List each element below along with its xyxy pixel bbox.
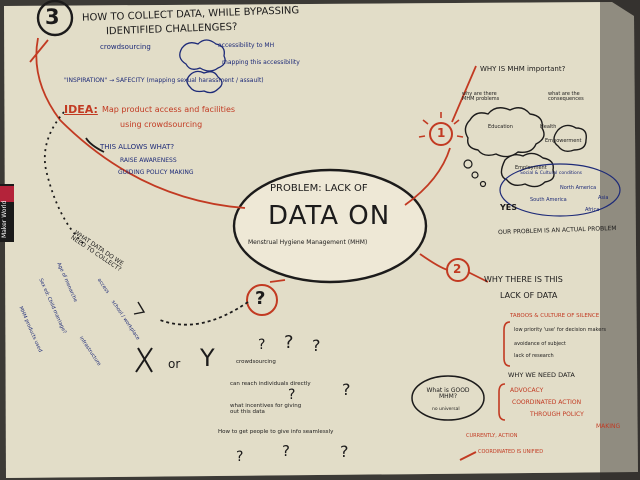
- step1-sun-rays: [418, 112, 464, 138]
- step1-heading: WHY IS MHM important?: [480, 65, 566, 73]
- step2-need-4: MAKING: [596, 423, 621, 430]
- center-subtitle: Menstrual Hygiene Management (MHM): [248, 239, 368, 246]
- step3-allows-1: RAISE AWARENESS: [120, 157, 177, 164]
- step2-heading-1: WHY THERE IS THIS: [484, 275, 563, 284]
- step1-social: Social & Cultural conditions: [520, 171, 583, 176]
- badge-line-1: Maker: [1, 219, 8, 238]
- step-q-mark: ?: [255, 288, 266, 309]
- step2-heading-2: LACK OF DATA: [500, 291, 558, 300]
- left-badge-accent: [0, 186, 14, 202]
- step1-cloud-1: Education: [488, 124, 513, 130]
- step2-need-2: COORDINATED ACTION: [512, 399, 582, 406]
- not-unified-strike: [459, 451, 477, 461]
- step-q-deco-1: ?: [284, 332, 294, 353]
- step-q-deco-6: ?: [236, 449, 244, 465]
- right-shadow: [600, 0, 640, 480]
- connector-lines: [29, 37, 489, 326]
- step3-crowdsourcing: crowdsourcing: [100, 43, 151, 51]
- step1-clouds: [464, 107, 587, 188]
- step2-no-universal: no universal: [432, 407, 460, 412]
- step2-currently: CURRENTLY, ACTION: [466, 433, 518, 439]
- step-q-deco-5: ?: [288, 387, 296, 403]
- step1-yes: YES: [500, 203, 518, 212]
- step1-bubbles: [463, 159, 487, 188]
- step-q-deco-2: ?: [312, 336, 321, 355]
- step-q-item-2: can reach individuals directly: [230, 381, 311, 387]
- step3-idea: IDEA:: [64, 103, 98, 116]
- step2-need-heading: WHY WE NEED DATA: [508, 371, 575, 379]
- step2-need-3: THROUGH POLICY: [530, 411, 584, 418]
- step2-reason-4: lack of research: [514, 353, 554, 359]
- step1-circle: [429, 122, 453, 146]
- what-data-arrow: [133, 301, 146, 315]
- badge-line-2: World: [1, 200, 8, 218]
- step-q-item-3: what incentives for giving out this data: [230, 403, 302, 415]
- step1-region-2: Asia: [598, 195, 609, 201]
- center-bubble: [232, 168, 428, 284]
- step1-region-oval: [499, 163, 621, 217]
- step3-mapping: mapping this accessibility: [222, 59, 300, 66]
- step-q-item-1: crowdsourcing: [236, 359, 276, 365]
- step3-idea-text-1: Map product access and facilities: [102, 105, 236, 114]
- step1-cloud-2: Health: [540, 124, 557, 130]
- step-q-circle: [246, 284, 278, 316]
- step1-region-1: North America: [560, 185, 597, 191]
- good-mhm-bubble: [411, 375, 485, 421]
- step-q-deco-3: ?: [258, 337, 266, 353]
- step2-number: 2: [453, 262, 462, 276]
- x-mark-strokes: [135, 347, 153, 373]
- step2-not-unified: COORDINATED IS UNIFIED: [478, 449, 544, 455]
- badge-text: Maker World: [1, 200, 8, 238]
- step-q-y: Y: [200, 344, 215, 372]
- step-q-item-4: How to get people to give info seamlessl…: [218, 429, 334, 435]
- step-q-deco-7: ?: [282, 442, 290, 460]
- step2-need-1: ADVOCACY: [510, 387, 544, 394]
- step1-number: 1: [437, 126, 446, 140]
- step3-circle: [36, 0, 74, 37]
- step3-inspiration: "INSPIRATION" → SAFECITY (mapping sexual…: [64, 77, 264, 84]
- step1-region-4: Africa: [585, 207, 600, 213]
- step1-cloud-4: Employment: [515, 165, 547, 171]
- step-q-or: or: [168, 357, 181, 371]
- step-q-deco-4: ?: [342, 380, 351, 399]
- step3-allows: THIS ALLOWS WHAT?: [100, 143, 175, 151]
- step2-good-q: What is GOOD MHM?: [426, 387, 470, 400]
- step2-reason-3: avoidance of subject: [514, 341, 566, 347]
- step1-region-3: South America: [530, 197, 567, 203]
- step3-access: accessibility to MH: [218, 42, 275, 49]
- step1-cloud-3: Empowerment: [545, 138, 582, 144]
- step2-brackets: [498, 321, 511, 421]
- step1-why-are-there: why are there MHM problems: [462, 91, 500, 102]
- step1-consequences: what are the consequences: [548, 91, 584, 102]
- step3-allows-2: GUIDING POLICY MAKING: [118, 169, 194, 176]
- step3-idea-text-2: using crowdsourcing: [120, 120, 203, 129]
- step2-reason-1: TABOOS & CULTURE OF SILENCE: [510, 313, 600, 319]
- step2-reason-2: low priority 'use' for decision makers: [514, 327, 606, 333]
- step3-number: 3: [45, 5, 60, 29]
- center-data-on: DATA ON: [268, 201, 391, 231]
- step3-clouds: [179, 39, 226, 94]
- step-q-deco-8: ?: [340, 442, 349, 461]
- center-problem: PROBLEM: LACK OF: [270, 183, 368, 194]
